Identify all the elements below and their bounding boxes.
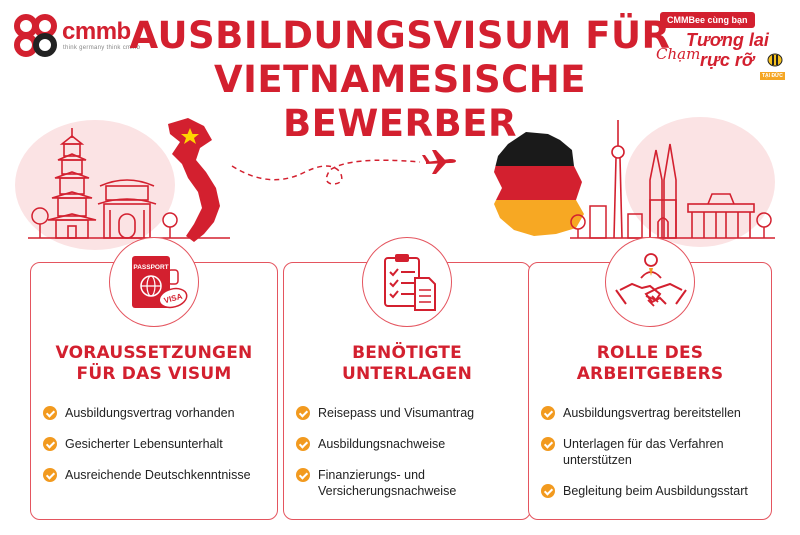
card-title-line-2: ARBEITGEBERS [576,364,724,384]
check-icon [43,437,57,451]
card-title-line-2: UNTERLAGEN [341,364,473,384]
list-item-text: Gesicherter Lebensunterhalt [65,437,223,451]
vietnam-map-icon [168,118,220,242]
hero-illustration [15,117,775,250]
card-title: BENÖTIGTE UNTERLAGEN [284,343,530,385]
list-item-text: Ausbildungsvertrag vorhanden [65,406,235,420]
cmmb-logo: cmmb think germany think cmmb [14,14,144,60]
list-item-text: Ausreichende Deutschkenntnisse [65,468,251,482]
list-item: Finanzierungs- und Versicherungsnachweis… [296,467,522,499]
passport-badge: PASSPORT VISA [109,237,199,327]
cmmb-logo-icon [14,14,57,57]
employer-role-card: ROLLE DES ARBEITGEBERS Ausbildungsvertra… [528,237,772,520]
promo-chip: CMMBee cùng bạn [660,12,755,28]
list-item: Begleitung beim Ausbildungsstart [541,483,763,499]
list-item: Ausreichende Deutschkenntnisse [43,467,269,483]
card-title-line-1: ROLLE DES [596,343,704,363]
list-item: Ausbildungsvertrag vorhanden [43,405,269,421]
passport-icon: PASSPORT VISA [132,256,188,309]
title-line-1: AUSBILDUNGSVISUM FÜR [129,14,671,57]
title-line-2: VIETNAMESISCHE BEWERBER [213,58,587,145]
promo-line-2: rực rỡ [700,50,754,70]
cathedral-icon [649,143,677,239]
requirements-card: PASSPORT VISA VORAUSSETZUNGEN FÜR DAS VI… [30,237,278,520]
list-item: Ausbildungsnachweise [296,436,522,452]
card-title-line-1: VORAUSSETZUNGEN [55,343,253,363]
check-icon [296,468,310,482]
handshake-icon [615,253,687,307]
card-title-line-1: BENÖTIGTE [352,343,462,363]
clipboard-icon [384,254,436,311]
list-item: Unterlagen für das Verfahren unterstütze… [541,436,763,468]
temple-gate-icon [97,179,157,239]
check-icon [296,406,310,420]
check-icon [541,406,555,420]
check-icon [541,484,555,498]
tv-tower-icon [611,120,625,239]
airplane-icon [422,150,456,174]
clipboard-badge [362,237,452,327]
employer-list: Ausbildungsvertrag bereitstellen Unterla… [541,405,763,514]
pagoda-icon [47,128,97,239]
brandenburg-gate-icon [687,193,755,238]
promo-line-1: Tương lai [686,30,769,50]
handshake-badge [605,237,695,327]
documents-list: Reisepass und Visumantrag Ausbildungsnac… [296,405,522,514]
page-title: AUSBILDUNGSVISUM FÜR VIETNAMESISCHE BEWE… [100,14,700,146]
card-title: ROLLE DES ARBEITGEBERS [529,343,771,385]
germany-map-icon [494,132,584,236]
list-item-text: Ausbildungsvertrag bereitstellen [563,406,741,420]
list-item-text: Reisepass und Visumantrag [318,406,475,420]
passport-label: PASSPORT [133,264,168,271]
card-title: VORAUSSETZUNGEN FÜR DAS VISUM [31,343,277,385]
documents-card: BENÖTIGTE UNTERLAGEN Reisepass und Visum… [283,237,531,520]
promo-badge: CMMBee cùng bạn Tương lai Chạm rực rỡ TẠ… [656,12,788,84]
check-icon [43,406,57,420]
bee-icon [767,53,783,67]
list-item-text: Ausbildungsnachweise [318,437,446,451]
list-item-text: Finanzierungs- und Versicherungsnachweis… [318,468,457,498]
check-icon [296,437,310,451]
check-icon [541,437,555,451]
list-item-text: Unterlagen für das Verfahren unterstütze… [563,437,724,467]
promo-script: Chạm [656,45,701,63]
list-item: Ausbildungsvertrag bereitstellen [541,405,763,421]
logo-brand: cmmb [62,18,131,45]
logo-tagline: think germany think cmmb [63,45,141,51]
requirements-list: Ausbildungsvertrag vorhanden Gesicherter… [43,405,269,498]
list-item: Gesicherter Lebensunterhalt [43,436,269,452]
check-icon [43,468,57,482]
card-title-line-2: FÜR DAS VISUM [76,364,232,384]
list-item: Reisepass und Visumantrag [296,405,522,421]
promo-sub: TẠI ĐỨC [760,72,785,80]
list-item-text: Begleitung beim Ausbildungsstart [563,484,748,498]
